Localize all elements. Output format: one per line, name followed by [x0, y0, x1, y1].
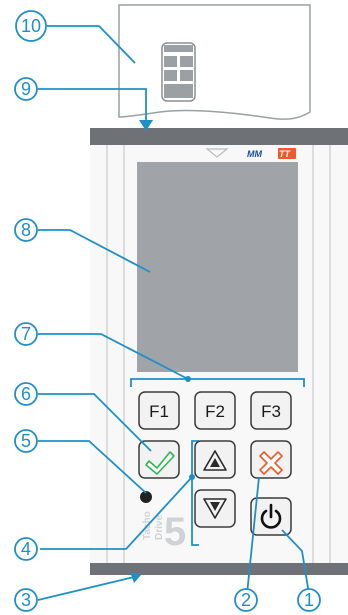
arrow-down-icon: [203, 498, 227, 519]
navigation-keys-bracket: [191, 440, 199, 546]
leader-9: [38, 88, 147, 124]
f2-key[interactable]: F2: [194, 391, 236, 430]
leader-10: [47, 25, 136, 64]
arrow-up-icon: [203, 450, 227, 471]
smart-card-icon: [118, 4, 311, 120]
power-icon: [260, 503, 282, 529]
callout-5: 5: [14, 429, 38, 453]
down-key[interactable]: [194, 489, 236, 528]
callout-2-label: 2: [241, 590, 251, 610]
arrow-3-head: [130, 572, 141, 583]
callout-9: 9: [14, 77, 38, 101]
f3-key-label: F3: [261, 402, 281, 421]
leader-5: [38, 440, 147, 494]
card-slot-marker: [205, 148, 229, 158]
checkmark-icon: [145, 451, 175, 475]
callout-8-label: 8: [21, 220, 31, 240]
callout-3-label: 3: [21, 590, 31, 610]
device-bottom-edge: [90, 563, 348, 575]
up-key[interactable]: [194, 440, 236, 479]
power-key[interactable]: [250, 497, 292, 536]
leader-3: [37, 575, 139, 601]
callout-3: 3: [14, 588, 38, 612]
led-indicator-icon: [140, 491, 152, 503]
callout-6-label: 6: [21, 384, 31, 404]
function-keys-bracket: [130, 378, 305, 387]
callout-10: 10: [15, 10, 47, 42]
leader-6: [38, 393, 152, 452]
display-screen: [137, 162, 298, 372]
ok-key[interactable]: [138, 440, 180, 479]
leader-2: [246, 476, 260, 595]
brand-line2: Drive: [154, 515, 165, 540]
callout-1-label: 1: [304, 590, 314, 610]
device-top-edge: [90, 128, 348, 145]
callout-10-label: 10: [21, 16, 41, 36]
callout-9-label: 9: [21, 79, 31, 99]
cancel-key[interactable]: [250, 440, 292, 479]
leader-4-dot: [189, 474, 195, 480]
svg-text:TT: TT: [279, 149, 291, 159]
svg-text:MM: MM: [247, 149, 262, 159]
cross-icon: [259, 451, 283, 475]
callout-1: 1: [297, 588, 321, 612]
f3-key[interactable]: F3: [250, 391, 292, 430]
callout-8: 8: [14, 218, 38, 242]
leader-8: [38, 229, 151, 273]
f2-key-label: F2: [205, 402, 225, 421]
f1-key-label: F1: [149, 402, 169, 421]
f1-key[interactable]: F1: [138, 391, 180, 430]
callout-5-label: 5: [21, 431, 31, 451]
leader-7: [38, 333, 189, 380]
leader-lines: [37, 25, 310, 601]
logo: MM TT: [247, 148, 296, 159]
leader-4: [40, 476, 193, 550]
callout-2: 2: [234, 588, 258, 612]
leader-7-dot: [185, 376, 191, 382]
arrow-9-head: [139, 120, 153, 131]
callout-6: 6: [14, 382, 38, 406]
leader-1: [281, 529, 310, 595]
callout-4: 4: [14, 537, 38, 561]
brand-number: 5: [164, 510, 186, 554]
callout-4-label: 4: [21, 539, 31, 559]
callout-7-label: 7: [21, 324, 31, 344]
callout-7: 7: [14, 322, 38, 346]
card-chip-icon: [161, 42, 196, 102]
